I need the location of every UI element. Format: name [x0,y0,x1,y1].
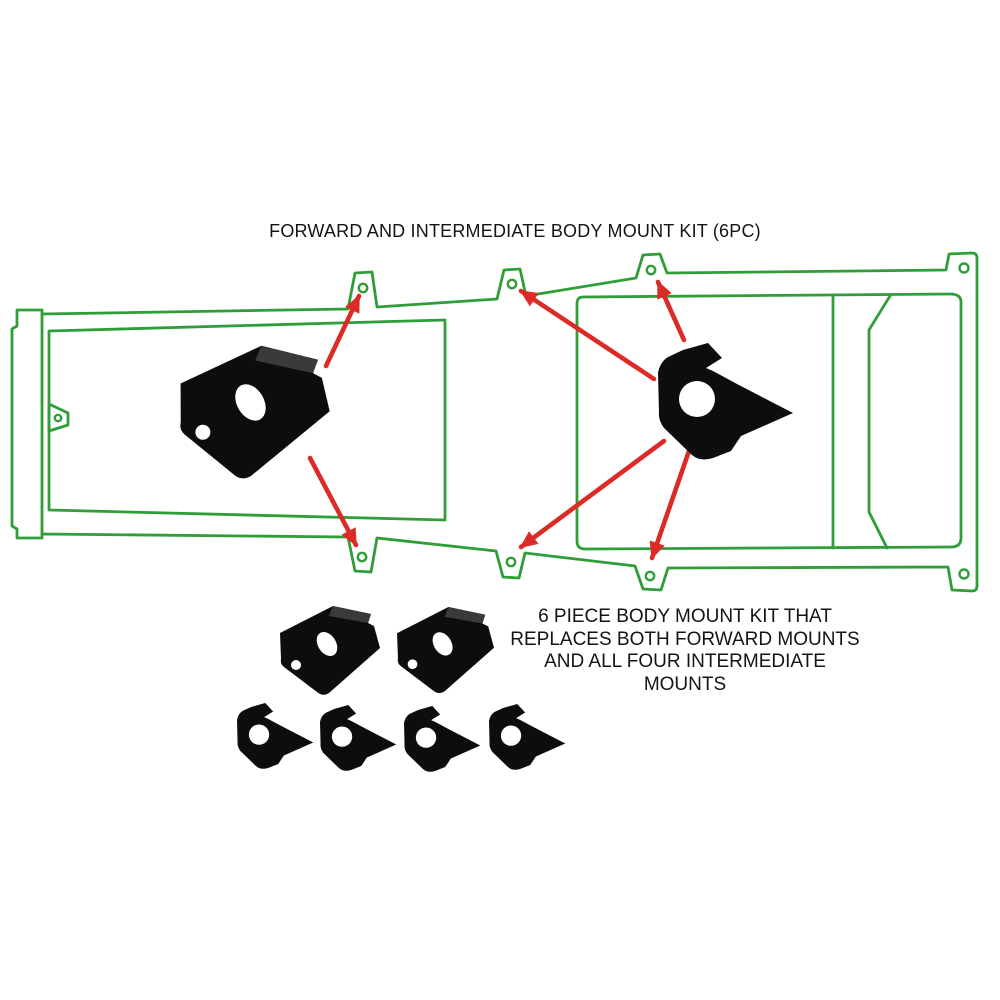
arrow-intermediate-to-bottom-rear-hole [649,448,692,561]
kit-description-line: 6 PIECE BODY MOUNT KIT THAT [538,606,832,627]
mount-hole-top-middle [506,278,518,290]
kit-forward-mount-1 [280,606,380,695]
rear-corner-hole-top [958,262,970,274]
mount-hole-bottom-front [356,551,368,563]
kit-forward-mount-2 [397,607,494,694]
mount-location-arrows [307,279,692,561]
kit-description-line: MOUNTS [643,673,727,695]
page-title: FORWARD AND INTERMEDIATE BODY MOUNT KIT … [269,221,761,241]
kit-intermediate-mount-4 [489,704,566,770]
mount-hole-top-rear [645,264,657,276]
bracket-illustrations [177,343,793,482]
arrow-forward-to-top-hole [323,293,362,369]
kit-intermediate-mount-1 [237,703,314,769]
forward-mount-bracket-large [177,343,332,482]
intermediate-mount-bracket-large [658,343,793,460]
front-frame-rail-inner [47,318,447,522]
front-tow-tab-hole [53,413,63,423]
kit-description-line: AND ALL FOUR INTERMEDIATE [544,651,826,672]
kit-description: 6 PIECE BODY MOUNT KIT THAT REPLACES BOT… [485,606,885,696]
rear-panel-chamfer [867,294,892,550]
mount-hole-bottom-middle [505,556,517,568]
vehicle-frame-outline [10,251,979,593]
arrow-intermediate-to-top-rear-hole [655,279,687,343]
arrow-intermediate-to-top-middle-hole [518,288,657,382]
rear-corner-hole-bottom [958,568,970,580]
mount-hole-bottom-rear [644,570,656,582]
front-tow-tab [47,402,70,433]
rear-frame-rail-inner [575,292,963,551]
kit-intermediate-mount-2 [320,705,397,771]
mount-hole-top-front [357,282,369,294]
arrow-forward-to-bottom-hole [307,455,359,548]
kit-intermediate-mount-3 [404,706,481,772]
kit-description-line: REPLACES BOTH FORWARD MOUNTS [510,628,860,650]
arrow-intermediate-to-bottom-middle-hole [518,438,667,550]
